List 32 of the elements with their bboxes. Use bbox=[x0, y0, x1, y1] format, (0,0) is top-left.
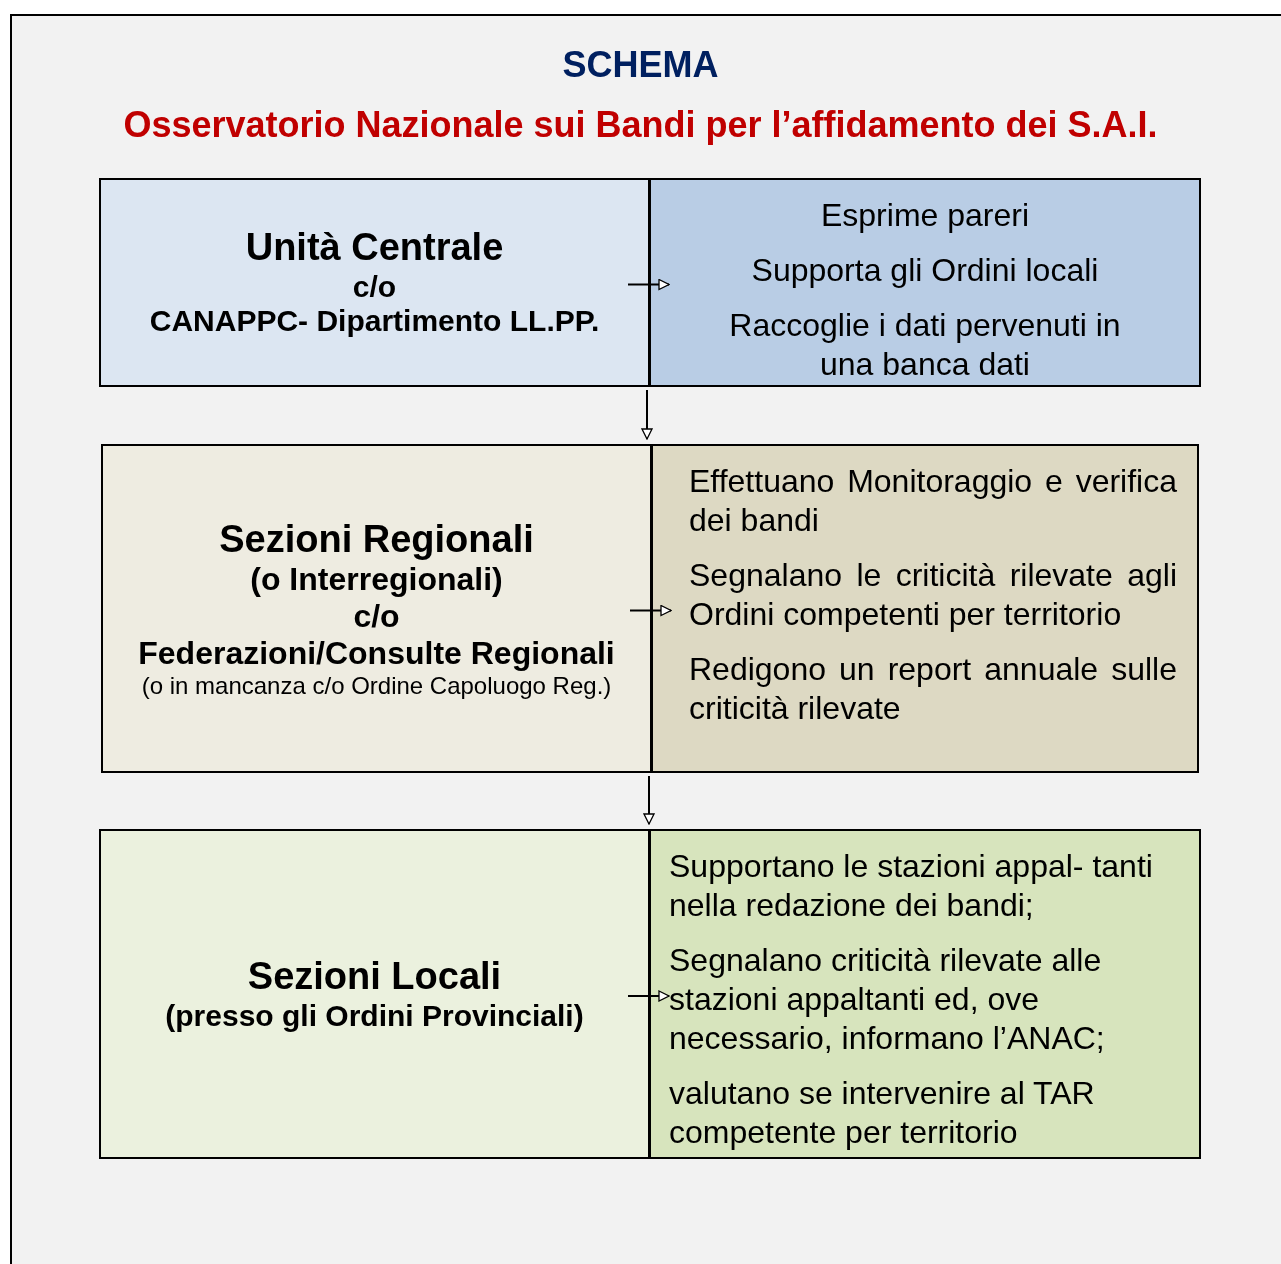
unit-heading: Sezioni Locali bbox=[246, 954, 503, 999]
arrow bbox=[641, 389, 653, 440]
task-box bbox=[649, 178, 1201, 387]
task-text: valutano se intervenire al TAR competente per territorio bbox=[669, 1074, 1096, 1153]
task-text: Redigono un report annuale sulle criticità rilevate bbox=[689, 650, 1177, 729]
task-text: Effettuano Monitoraggio e verifica dei bandi bbox=[689, 462, 1177, 541]
unit-detail: c/o bbox=[352, 598, 401, 635]
task-text: Segnalano le criticità rilevate agli Ordini competenti per territorio bbox=[689, 556, 1177, 635]
unit-detail: (o in mancanza c/o Ordine Capoluogo Reg.) bbox=[140, 671, 613, 700]
subtitle: Osservatorio Nazionale sui Bandi per l’affidamento dei S.A.I. bbox=[122, 104, 1159, 146]
task-text: Raccoglie i dati pervenuti in una banca dati bbox=[728, 306, 1122, 385]
arrow bbox=[627, 278, 670, 291]
task-text: Esprime pareri bbox=[819, 196, 1031, 235]
arrow bbox=[643, 775, 655, 825]
task-text: Segnalano criticità rilevate alle stazioni appaltanti ed, ove necessario, informano l’ANAC; bbox=[669, 941, 1106, 1059]
unit-detail: (presso gli Ordini Provinciali) bbox=[164, 998, 585, 1034]
title: SCHEMA bbox=[561, 44, 720, 86]
unit-box bbox=[99, 829, 650, 1159]
unit-box bbox=[101, 444, 652, 773]
task-box bbox=[649, 829, 1201, 1159]
unit-detail: Federazioni/Consulte Regionali bbox=[137, 634, 616, 672]
arrow bbox=[627, 990, 670, 1002]
task-box bbox=[651, 444, 1199, 773]
arrow bbox=[629, 604, 672, 617]
unit-heading: Sezioni Regionali bbox=[218, 517, 535, 562]
unit-heading: Unità Centrale bbox=[244, 226, 505, 270]
task-text: Supporta gli Ordini locali bbox=[750, 251, 1100, 291]
task-text: Supportano le stazioni appal- tanti nella redazione dei bandi; bbox=[669, 847, 1154, 926]
unit-box bbox=[99, 178, 650, 387]
unit-detail: (o Interregionali) bbox=[249, 561, 504, 599]
unit-detail: CANAPPC- Dipartimento LL.PP. bbox=[148, 304, 601, 339]
unit-detail: c/o bbox=[351, 269, 398, 305]
